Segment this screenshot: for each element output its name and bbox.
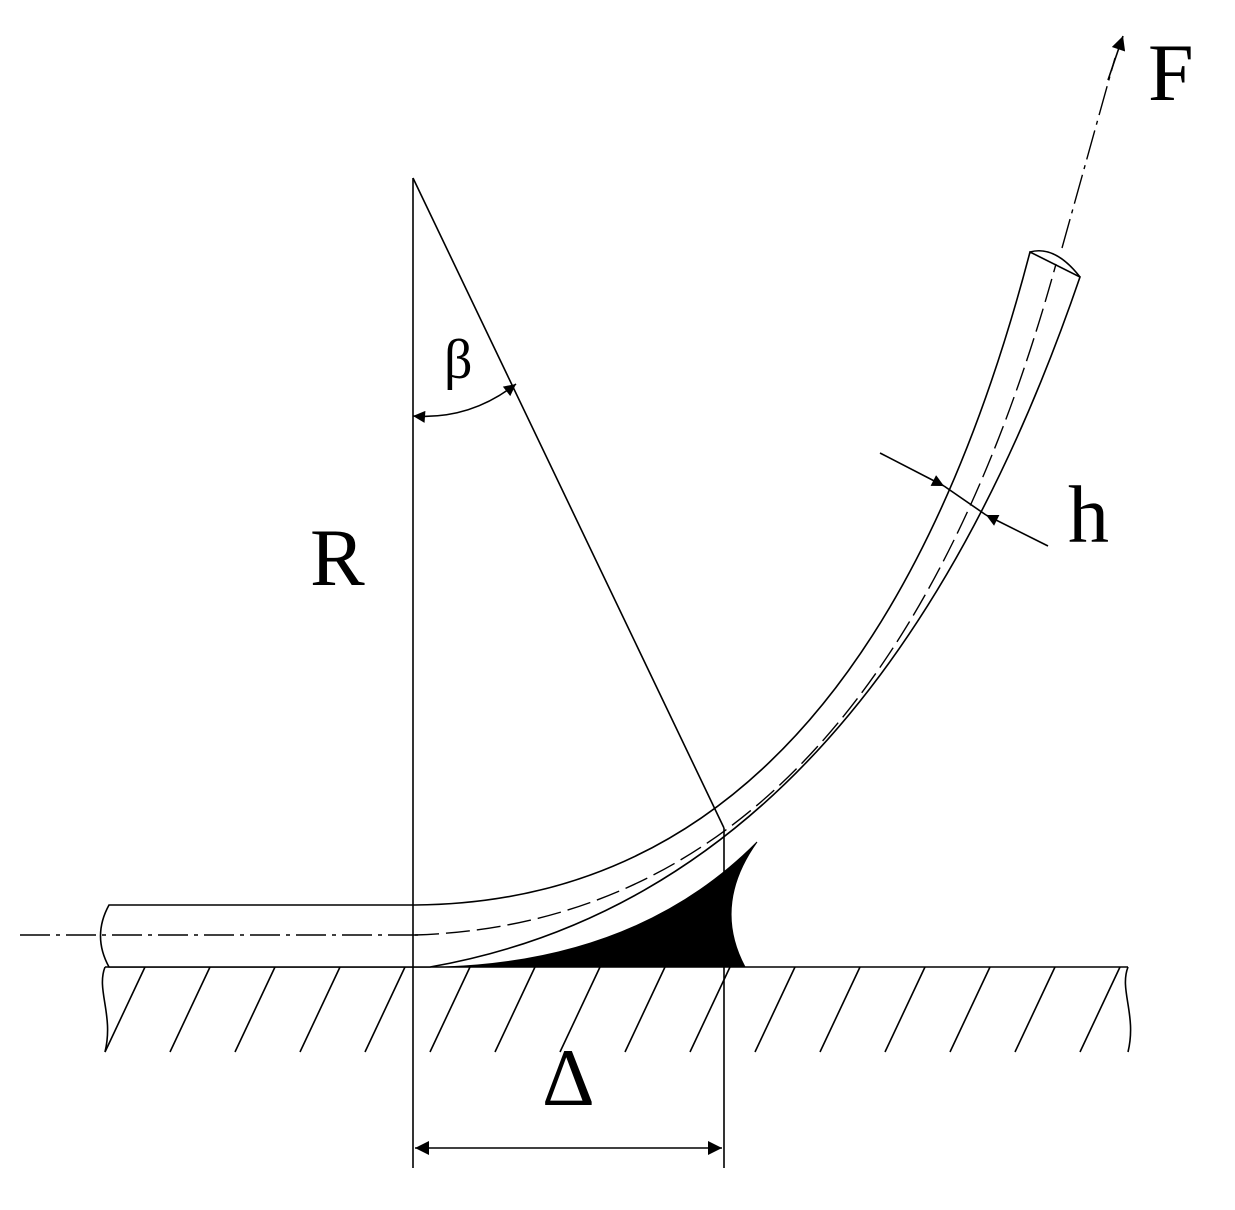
force-line: [1061, 57, 1116, 249]
angle-label: β: [444, 329, 473, 391]
delta-label: Δ: [542, 1032, 595, 1123]
strip-end-cap: [1029, 250, 1081, 278]
thickness-dimension-right: [985, 514, 1049, 547]
strip-midline: [414, 263, 1057, 936]
substrate-break-right: [1124, 966, 1132, 1053]
radius-label: R: [310, 512, 365, 603]
substrate-break-left: [101, 966, 109, 1053]
thickness-dimension-mid: [943, 485, 987, 516]
force-label: F: [1148, 27, 1194, 118]
peeling-strip: [99, 250, 1081, 968]
thickness-label: h: [1068, 469, 1109, 560]
angle-arc: [412, 383, 517, 423]
adhesive-fillet: [444, 841, 758, 968]
thickness-dimension-left: [879, 452, 945, 487]
force-arrow: [1107, 35, 1126, 81]
substrate-hatching: [104, 966, 1121, 1053]
inclined-radius-line: [412, 177, 725, 829]
